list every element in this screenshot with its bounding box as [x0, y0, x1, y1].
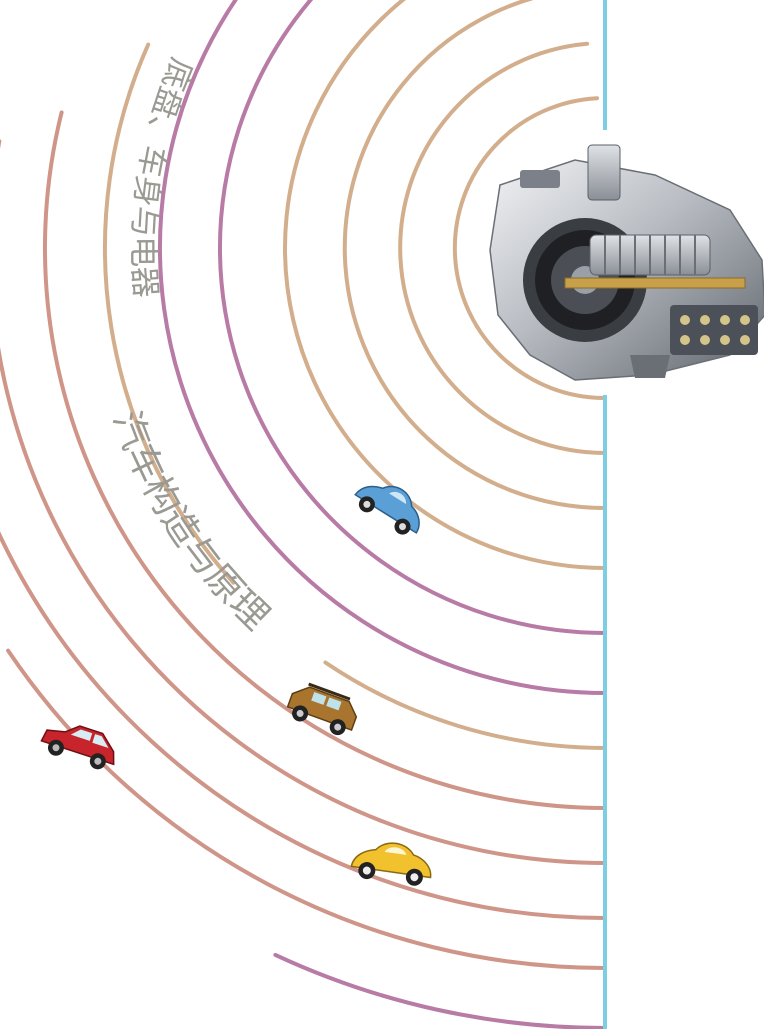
- arc-line-1: [452, 96, 607, 400]
- arc-line-5: [218, 0, 607, 635]
- arc-line-6: [157, 0, 607, 695]
- red-hatchback-car: [40, 725, 115, 770]
- arc-line-13: [273, 952, 607, 1029]
- arc-line-9: [42, 110, 607, 810]
- arc-line-7: [102, 42, 236, 585]
- cover-subtitle-text: 底盘、车身与电器: [125, 53, 200, 299]
- gearbox-engine-illustration: [489, 144, 764, 381]
- cover-subtitle: 底盘、车身与电器: [125, 53, 200, 299]
- arc-line-10: [0, 139, 607, 865]
- arc-line-4: [283, 0, 607, 570]
- brown-suv-car: [286, 682, 358, 736]
- yellow-beetle-car: [350, 842, 432, 886]
- arc-line-8: [323, 660, 607, 750]
- blue-beetle-car: [354, 485, 420, 535]
- arc-line-3: [342, 0, 607, 510]
- arc-line-2: [398, 41, 607, 455]
- arc-lines: [0, 0, 607, 1029]
- arc-line-11: [0, 531, 607, 920]
